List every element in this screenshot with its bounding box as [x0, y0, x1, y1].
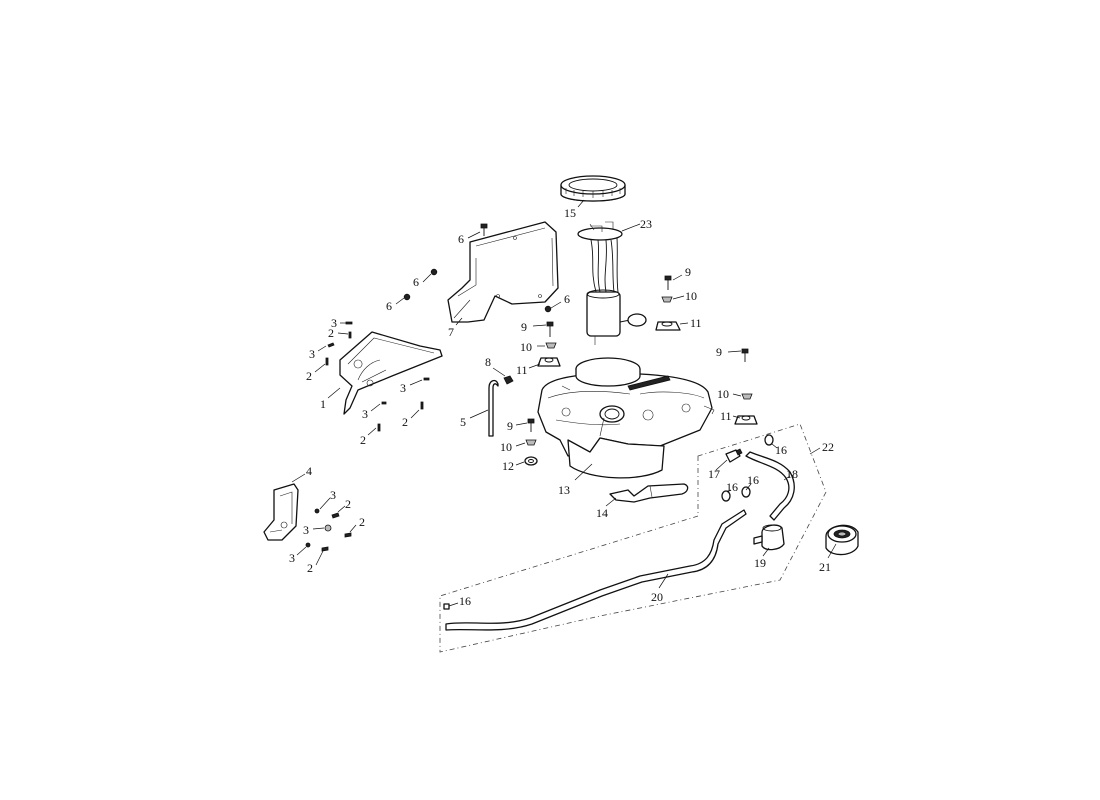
callout-16: 16 — [747, 473, 759, 487]
callout-4: 4 — [306, 464, 312, 478]
part-18-hose — [745, 451, 795, 521]
callout-2: 2 — [402, 415, 408, 429]
callout-2: 2 — [359, 515, 365, 529]
callout-22: 22 — [822, 440, 834, 454]
part-6-screws — [403, 223, 552, 313]
parts-2-3-fasteners-lower — [305, 508, 352, 552]
callout-8: 8 — [485, 355, 491, 369]
callout-16: 16 — [459, 594, 471, 608]
part-10-washers — [525, 296, 753, 446]
callout-3: 3 — [400, 381, 406, 395]
callout-6: 6 — [458, 232, 464, 246]
part-21-fuel-cap — [825, 524, 859, 556]
callout-2: 2 — [345, 497, 351, 511]
callout-10: 10 — [685, 289, 697, 303]
part-13-fuel-tank — [537, 357, 715, 479]
callout-13: 13 — [558, 483, 570, 497]
part-23-fuel-pump — [577, 221, 647, 345]
callout-3: 3 — [331, 316, 337, 330]
callout-2: 2 — [306, 369, 312, 383]
callout-2: 2 — [307, 561, 313, 575]
callout-9: 9 — [685, 265, 691, 279]
callout-23: 23 — [640, 217, 652, 231]
part-15-locking-ring — [560, 175, 626, 202]
part-14-strap — [609, 483, 689, 503]
callout-11: 11 — [720, 409, 732, 423]
part-20-pipe — [445, 509, 747, 631]
parts-2-3-fasteners-bracket — [325, 321, 430, 432]
callout-12: 12 — [502, 459, 514, 473]
callout-3: 3 — [330, 488, 336, 502]
part-17-connector — [725, 448, 743, 463]
callout-6: 6 — [386, 299, 392, 313]
part-7-heat-shield — [447, 221, 559, 323]
callout-16: 16 — [775, 443, 787, 457]
callout-18: 18 — [786, 467, 798, 481]
callout-10: 10 — [717, 387, 729, 401]
callout-20: 20 — [651, 590, 663, 604]
callout-11: 11 — [690, 316, 702, 330]
callout-16: 16 — [726, 480, 738, 494]
callout-11: 11 — [516, 363, 528, 377]
callout-9: 9 — [521, 320, 527, 334]
callout-10: 10 — [520, 340, 532, 354]
callout-9: 9 — [716, 345, 722, 359]
part-8-clip — [503, 375, 514, 385]
part-12-grommet — [524, 456, 538, 466]
callout-14: 14 — [596, 506, 608, 520]
callout-7: 7 — [448, 325, 454, 339]
callout-3: 3 — [303, 523, 309, 537]
callout-labels: 1 2 2 2 2 2 2 3 3 3 3 3 3 3 2 4 5 6 6 6 … — [289, 206, 834, 608]
callout-3: 3 — [289, 551, 295, 565]
part-9-bolts — [527, 275, 749, 432]
callout-3: 3 — [309, 347, 315, 361]
callout-2: 2 — [360, 433, 366, 447]
part-4-small-bracket — [263, 483, 299, 541]
callout-2: 2 — [328, 326, 334, 340]
callout-15: 15 — [564, 206, 576, 220]
part-11-rubber-mounts — [537, 321, 758, 425]
part-5-hose — [488, 379, 499, 437]
callout-10: 10 — [500, 440, 512, 454]
callout-21: 21 — [819, 560, 831, 574]
callout-19: 19 — [754, 556, 766, 570]
part-16-clamps — [443, 434, 774, 610]
callout-3: 3 — [362, 407, 368, 421]
part-1-bracket — [339, 331, 443, 415]
callout-1: 1 — [320, 397, 326, 411]
part-19-filter — [753, 524, 785, 551]
callout-9: 9 — [507, 419, 513, 433]
callout-6: 6 — [564, 292, 570, 306]
callout-17: 17 — [708, 467, 720, 481]
callout-6: 6 — [413, 275, 419, 289]
callout-5: 5 — [460, 415, 466, 429]
